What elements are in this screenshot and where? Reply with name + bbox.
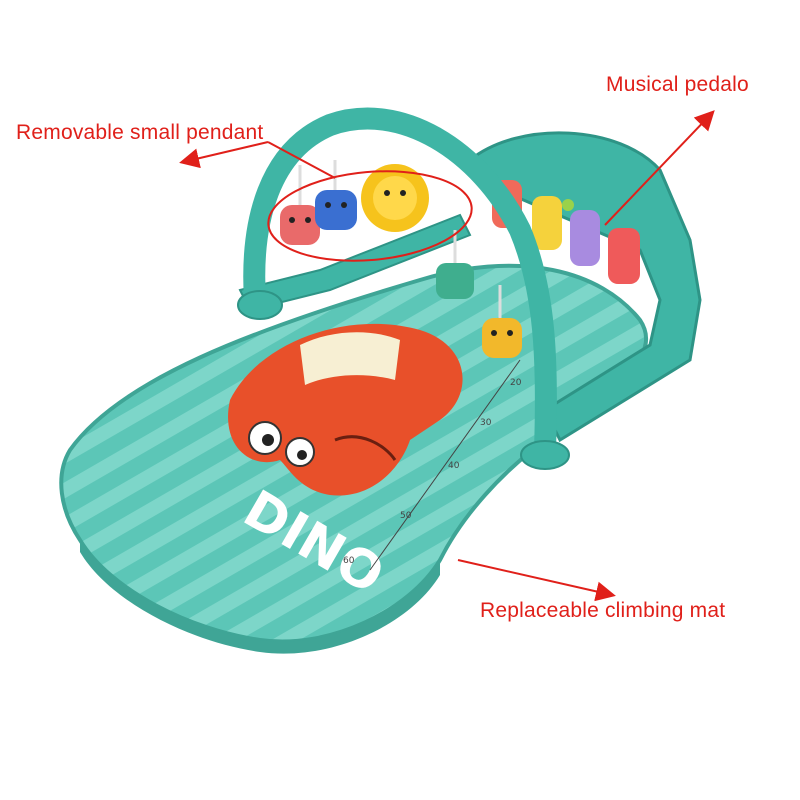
- pendant-sun: [361, 164, 429, 232]
- arrow-pendant: [179, 141, 269, 169]
- pendant-green: [436, 230, 474, 299]
- ruler-mark: 60: [343, 556, 355, 566]
- callout-musical-pedalo: Musical pedalo: [606, 73, 749, 96]
- ruler-mark: 50: [400, 511, 412, 521]
- pendant-blue: [315, 160, 357, 230]
- piano-frame: [238, 131, 702, 443]
- pendant-bear: [280, 165, 320, 245]
- pendant-yellow: [482, 285, 522, 358]
- ruler-mark: 20: [510, 378, 522, 388]
- callout-removable-pendant: Removable small pendant: [16, 121, 264, 144]
- ruler-mark: 40: [448, 461, 460, 471]
- dino-print: [228, 323, 463, 496]
- pendant-circle-highlight: [267, 170, 473, 262]
- pendants: [280, 160, 522, 358]
- callout-climbing-mat: Replaceable climbing mat: [480, 599, 726, 622]
- arrow-mat: [457, 559, 616, 602]
- arrow-pendant-2: [267, 141, 336, 179]
- height-ruler: 20 30 40 50 60: [343, 359, 522, 571]
- ruler-mark: 30: [480, 418, 492, 428]
- toy-arch: [237, 107, 570, 470]
- arrow-pedalo: [604, 110, 715, 226]
